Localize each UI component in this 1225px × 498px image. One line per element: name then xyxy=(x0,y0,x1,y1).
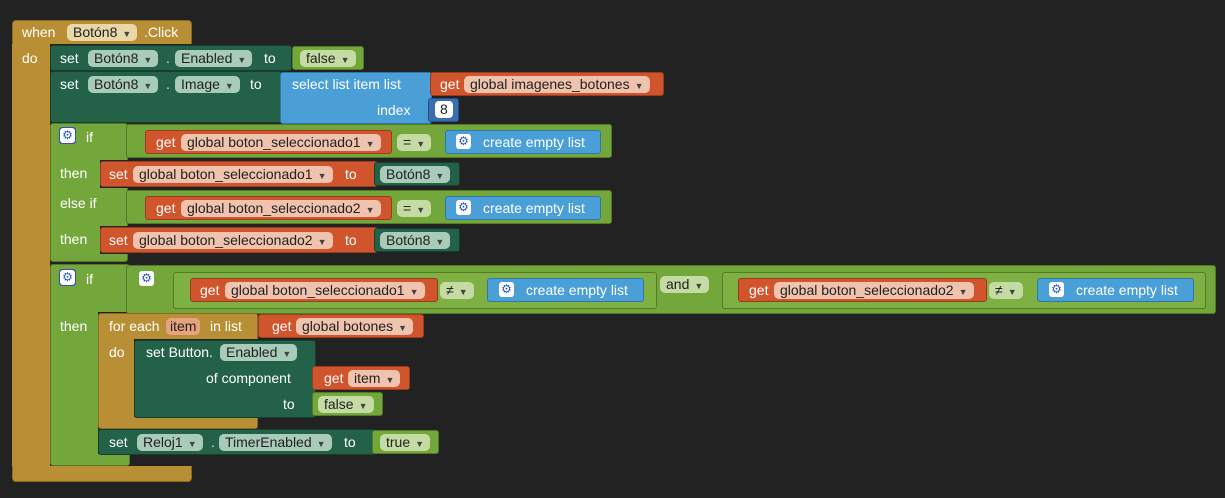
compare-op-dropdown[interactable]: =▼ xyxy=(397,134,432,151)
set-property-dropdown[interactable]: Image▼ xyxy=(175,76,240,93)
index-label: index xyxy=(377,102,411,118)
mutator-gear-icon[interactable]: ⚙ xyxy=(139,271,154,286)
component-dropdown[interactable]: Botón8▼ xyxy=(380,232,451,249)
then-label: then xyxy=(60,231,88,247)
item-var-field[interactable]: item xyxy=(166,318,201,335)
get-var-dropdown[interactable]: global boton_seleccionado1▼ xyxy=(181,134,381,151)
create-empty-list-block[interactable] xyxy=(445,196,601,220)
set-var-dropdown[interactable]: global boton_seleccionado1▼ xyxy=(133,166,333,183)
set-label: set xyxy=(109,434,128,450)
mutator-gear-icon[interactable]: ⚙ xyxy=(456,134,471,149)
set-component-dropdown[interactable]: Botón8▼ xyxy=(88,50,159,67)
to-label: to xyxy=(283,396,295,412)
mutator-gear-icon[interactable]: ⚙ xyxy=(60,270,75,285)
set-enabled-block[interactable] xyxy=(50,45,292,71)
get-label: get xyxy=(749,282,769,298)
set-component-dropdown[interactable]: Botón8▼ xyxy=(88,76,159,93)
to-label: to xyxy=(345,232,357,248)
false-dropdown[interactable]: false▼ xyxy=(318,396,374,413)
create-empty-list-label: create empty list xyxy=(483,134,585,150)
dot-separator: . xyxy=(211,434,215,450)
get-var-dropdown[interactable]: global boton_seleccionado2▼ xyxy=(181,200,381,217)
create-empty-list-label: create empty list xyxy=(1076,282,1178,298)
create-empty-list-block[interactable] xyxy=(445,130,601,154)
get-var-dropdown[interactable]: global boton_seleccionado2▼ xyxy=(774,282,974,299)
get-label: get xyxy=(440,76,460,92)
in-list-label: in list xyxy=(210,318,242,334)
select-list-item-block[interactable] xyxy=(280,72,432,124)
of-component-label: of component xyxy=(206,370,291,386)
to-label: to xyxy=(250,76,262,92)
if-label: if xyxy=(86,271,93,287)
dot-separator: . xyxy=(166,76,170,92)
then-label: then xyxy=(60,318,88,334)
property-dropdown[interactable]: Enabled▼ xyxy=(220,344,298,361)
set-button-label: set Button. xyxy=(146,344,213,360)
get-label: get xyxy=(324,370,344,386)
set-label: set xyxy=(60,50,79,66)
compare-op-dropdown[interactable]: =▼ xyxy=(397,200,432,217)
property-dropdown[interactable]: TimerEnabled▼ xyxy=(219,434,332,451)
get-var-dropdown[interactable]: item▼ xyxy=(348,370,401,387)
event-name-label: .Click xyxy=(144,24,179,40)
to-label: to xyxy=(345,166,357,182)
mutator-gear-icon[interactable]: ⚙ xyxy=(60,128,75,143)
set-var-dropdown[interactable]: global boton_seleccionado2▼ xyxy=(133,232,333,249)
set-property-dropdown[interactable]: Enabled▼ xyxy=(175,50,253,67)
set-label: set xyxy=(109,232,128,248)
get-label: get xyxy=(272,318,292,334)
true-dropdown[interactable]: true▼ xyxy=(380,434,431,451)
mutator-gear-icon[interactable]: ⚙ xyxy=(456,200,471,215)
get-label: get xyxy=(200,282,220,298)
event-component-dropdown[interactable]: Botón8▼ xyxy=(67,24,138,41)
dot-separator: . xyxy=(166,50,170,66)
false-dropdown[interactable]: false▼ xyxy=(300,50,356,67)
for-each-label: for each xyxy=(109,318,160,334)
get-label: get xyxy=(156,200,176,216)
to-label: to xyxy=(344,434,356,450)
index-number[interactable]: 8 xyxy=(435,101,453,118)
when-label: when xyxy=(22,24,56,40)
then-label: then xyxy=(60,165,88,181)
component-dropdown[interactable]: Reloj1▼ xyxy=(137,434,203,451)
get-var-dropdown[interactable]: global imagenes_botones▼ xyxy=(464,76,650,93)
component-dropdown[interactable]: Botón8▼ xyxy=(380,166,451,183)
and-dropdown[interactable]: and▼ xyxy=(660,276,710,293)
set-label: set xyxy=(60,76,79,92)
mutator-gear-icon[interactable]: ⚙ xyxy=(499,282,514,297)
get-label: get xyxy=(156,134,176,150)
compare-op-dropdown[interactable]: ≠▼ xyxy=(440,282,474,299)
do-label: do xyxy=(109,344,125,360)
if-label: if xyxy=(86,129,93,145)
select-list-item-label: select list item list xyxy=(292,76,401,92)
set-label: set xyxy=(109,166,128,182)
get-var-dropdown[interactable]: global botones▼ xyxy=(296,318,413,335)
mutator-gear-icon[interactable]: ⚙ xyxy=(1049,282,1064,297)
create-empty-list-label: create empty list xyxy=(483,200,585,216)
create-empty-list-label: create empty list xyxy=(526,282,628,298)
to-label: to xyxy=(264,50,276,66)
do-label: do xyxy=(22,50,38,66)
else-if-label: else if xyxy=(60,195,97,211)
compare-op-dropdown[interactable]: ≠▼ xyxy=(989,282,1023,299)
get-var-dropdown[interactable]: global boton_seleccionado1▼ xyxy=(225,282,425,299)
